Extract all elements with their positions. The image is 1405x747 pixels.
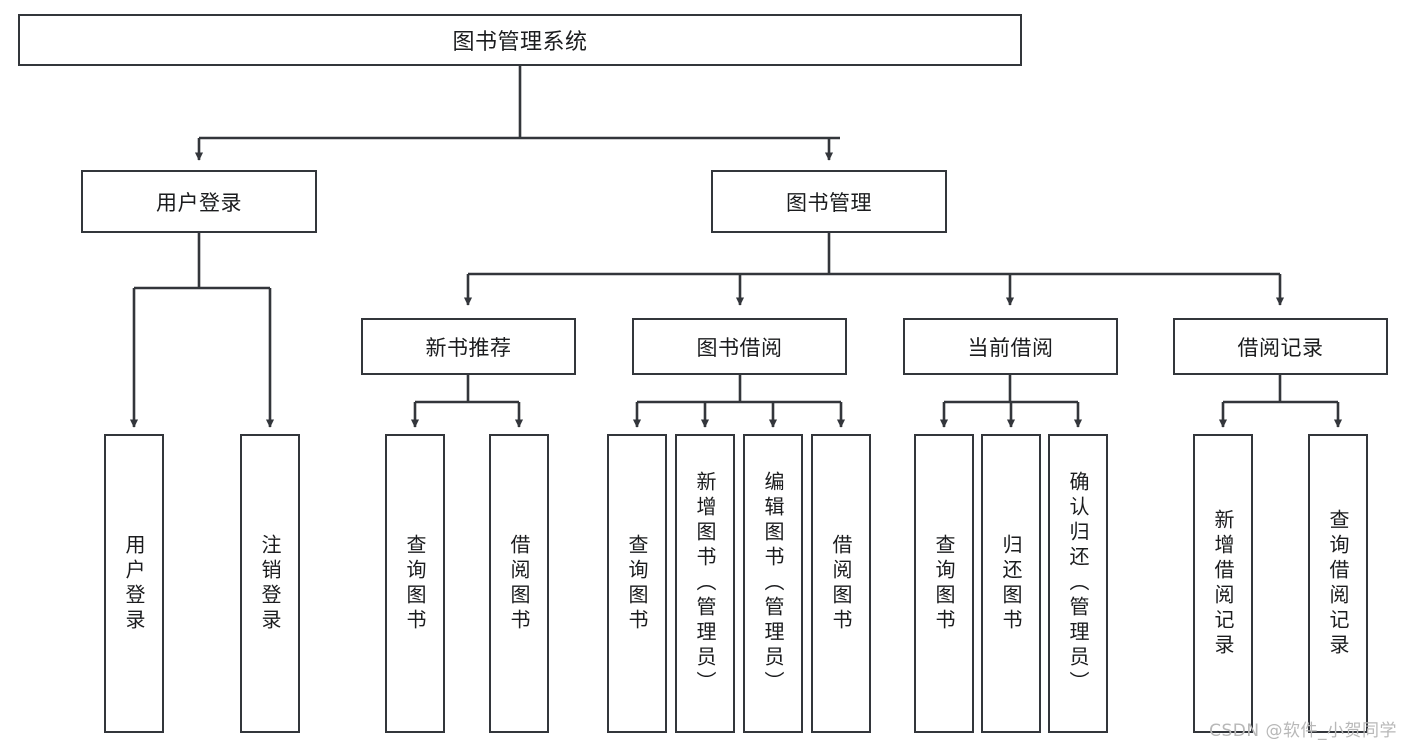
node-label: 用户登录 (156, 190, 242, 215)
leaf-current-return-book[interactable]: 归还图书 (981, 434, 1041, 733)
node-book-management[interactable]: 图书管理 (711, 170, 947, 233)
node-label: 图书管理 (786, 190, 872, 215)
leaf-record-add-record[interactable]: 新增借阅记录 (1193, 434, 1253, 733)
node-new-book-recommend[interactable]: 新书推荐 (361, 318, 576, 375)
node-label: 借阅记录 (1237, 335, 1324, 360)
leaf-borrow-borrow-book[interactable]: 借阅图书 (811, 434, 871, 733)
node-label: 归还图书 (999, 533, 1023, 634)
leaf-recommend-query-book[interactable]: 查询图书 (385, 434, 445, 733)
leaf-recommend-borrow-book[interactable]: 借阅图书 (489, 434, 549, 733)
leaf-current-query-book[interactable]: 查询图书 (914, 434, 974, 733)
node-label: 查询图书 (932, 533, 956, 634)
node-label: 用户登录 (122, 533, 146, 634)
node-current-borrow[interactable]: 当前借阅 (903, 318, 1118, 375)
node-label: 借阅图书 (507, 533, 531, 634)
node-label: 编辑图书（管理员） (761, 471, 785, 696)
node-user-login[interactable]: 用户登录 (81, 170, 317, 233)
leaf-borrow-edit-book-admin[interactable]: 编辑图书（管理员） (743, 434, 803, 733)
node-label: 新增图书（管理员） (693, 471, 717, 696)
node-label: 图书借阅 (696, 335, 783, 360)
leaf-user-login[interactable]: 用户登录 (104, 434, 164, 733)
node-root-system[interactable]: 图书管理系统 (18, 14, 1022, 66)
node-label: 查询图书 (403, 533, 427, 634)
node-borrow-record[interactable]: 借阅记录 (1173, 318, 1388, 375)
leaf-user-logout[interactable]: 注销登录 (240, 434, 300, 733)
node-label: 确认归还（管理员） (1066, 471, 1090, 696)
node-book-borrow[interactable]: 图书借阅 (632, 318, 847, 375)
leaf-record-query-record[interactable]: 查询借阅记录 (1308, 434, 1368, 733)
leaf-current-confirm-return-admin[interactable]: 确认归还（管理员） (1048, 434, 1108, 733)
node-label: 新增借阅记录 (1211, 508, 1235, 659)
node-label: 注销登录 (258, 533, 282, 634)
node-label: 新书推荐 (425, 335, 512, 360)
node-label: 查询借阅记录 (1326, 508, 1350, 659)
csdn-watermark: CSDN @软件_小贺同学 (1209, 721, 1397, 741)
node-label: 查询图书 (625, 533, 649, 634)
node-label: 当前借阅 (967, 335, 1054, 360)
node-label: 借阅图书 (829, 533, 853, 634)
node-label: 图书管理系统 (452, 30, 588, 55)
leaf-borrow-query-book[interactable]: 查询图书 (607, 434, 667, 733)
leaf-borrow-add-book-admin[interactable]: 新增图书（管理员） (675, 434, 735, 733)
